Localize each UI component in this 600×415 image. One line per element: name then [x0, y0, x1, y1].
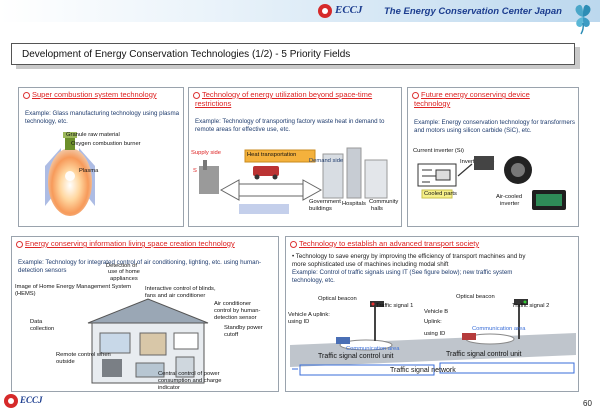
bullet-ring-icon	[412, 92, 419, 99]
page-title: Development of Energy Conservation Techn…	[22, 49, 351, 60]
panel-transport: Technology to establish an advanced tran…	[285, 236, 579, 392]
label-beacon-2: Optical beacon	[456, 294, 495, 300]
furnace-illustration-icon	[45, 132, 95, 216]
label-vehicle-a-2: using ID	[288, 319, 310, 325]
label-data-2: collection	[30, 326, 55, 332]
transport-example-2: technology, etc.	[292, 277, 335, 284]
label-inverter: inverter	[500, 201, 520, 207]
panel-living: Energy conserving information living spa…	[11, 236, 279, 392]
label-halls: halls	[371, 206, 383, 212]
bullet-ring-icon	[23, 92, 30, 99]
label-standby-2: cutoff	[224, 332, 239, 338]
panel-title-space-time-1: Technology of energy utilization beyond …	[202, 90, 373, 99]
label-remote-2: outside	[56, 359, 75, 365]
label-aircon-3: detection sensor	[214, 315, 257, 321]
transport-bullet-2: more sophisticated use of machines inclu…	[292, 261, 449, 268]
footer-eccj-logo-icon	[4, 394, 18, 408]
label-demand-side: Demand side	[309, 158, 344, 164]
label-central-1: Central control of power	[158, 371, 220, 377]
label-hems-2: (HEMS)	[15, 291, 36, 297]
label-vehicle-a-1: Vehicle A uplink:	[288, 312, 330, 318]
panel-example-space-time: Example: Technology of transporting fact…	[195, 118, 385, 133]
panel-space-time: Technology of energy utilization beyond …	[188, 87, 402, 227]
label-control-unit-2: Traffic signal control unit	[446, 351, 522, 358]
label-aircon-1: Air conditioner	[214, 301, 252, 307]
panel-example-combustion: Example: Glass manufacturing technology …	[25, 110, 180, 125]
panel-example-device: Example: Energy conservation technology …	[414, 119, 575, 134]
panel-title-device-1: Future energy conserving device	[421, 90, 530, 99]
label-signal-2: Traffic signal 2	[512, 303, 550, 309]
label-standby-1: Standby power	[224, 325, 263, 331]
label-data-1: Data	[30, 319, 43, 325]
transport-bullet-1: • Technology to save energy by improving…	[292, 253, 526, 260]
label-heat-transport: Heat transportation	[247, 152, 297, 158]
label-central-2: consumption and charge	[158, 378, 222, 384]
label-plasma: Plasma	[79, 168, 99, 174]
label-air-cooled: Air-cooled	[496, 194, 523, 200]
label-granule: Granule raw material	[66, 132, 120, 138]
label-burner: Oxygen combustion burner	[71, 141, 141, 147]
header-band	[0, 0, 600, 22]
label-supply-side: Supply side	[191, 150, 221, 156]
label-network: Traffic signal network	[390, 367, 456, 374]
panel-combustion: Super combustion system technology Examp…	[18, 87, 184, 227]
inverter-illustration-icon	[417, 156, 566, 210]
label-government: Government	[309, 199, 341, 205]
label-aircon-2: control by human-	[214, 308, 261, 314]
label-vehicle-b-2: Uplink:	[424, 319, 442, 325]
clover-icon	[575, 4, 591, 35]
house-illustration-icon	[87, 298, 209, 384]
label-control-unit-1: Traffic signal control unit	[318, 353, 394, 360]
label-signal-1: Traffic signal 1	[376, 303, 414, 309]
label-comm-area-2: Communication area	[472, 326, 526, 332]
label-remote-1: Remote control when	[56, 352, 111, 358]
title-box: Development of Energy Conservation Techn…	[11, 43, 575, 65]
label-central-3: indicator	[158, 385, 180, 391]
heat-transport-illustration-icon	[199, 147, 388, 214]
label-hems-1: Image of Home Energy Management System	[15, 284, 131, 290]
bullet-ring-icon	[16, 241, 23, 248]
footer-logo-text: ECCJ	[20, 395, 43, 405]
transport-example-1: Example: Control of traffic signals usin…	[292, 269, 513, 276]
label-hospitals: Hospitals	[342, 201, 366, 207]
label-vehicle-b-3: using ID	[424, 331, 446, 337]
label-vehicle-b-1: Vehicle B	[424, 309, 449, 315]
page-number: 60	[583, 399, 592, 408]
label-detection-2: use of home	[108, 269, 140, 275]
label-current-inverter: Current inverter (Si)	[413, 148, 464, 154]
label-buildings: buildings	[309, 206, 332, 212]
panel-title-transport: Technology to establish an advanced tran…	[299, 239, 480, 248]
panel-title-device-2: technology	[414, 99, 451, 108]
header-logo-text: ECCJ	[335, 4, 363, 16]
label-comm-area-1: Communication area	[346, 346, 400, 352]
eccj-logo-icon	[318, 4, 332, 18]
panel-device: Future energy conserving device technolo…	[407, 87, 579, 227]
label-interactive-2: fans and air conditioner	[145, 293, 206, 299]
label-detection-1: Detection of	[106, 263, 137, 269]
bullet-ring-icon	[290, 241, 297, 248]
panel-title-living: Energy conserving information living spa…	[25, 239, 235, 248]
traffic-system-illustration-icon	[290, 299, 576, 376]
label-beacon-1: Optical beacon	[318, 296, 357, 302]
bullet-ring-icon	[193, 92, 200, 99]
label-interactive-1: Interactive control of blinds,	[145, 286, 216, 292]
panel-title-space-time-2: restrictions	[195, 99, 232, 108]
org-name: The Energy Conservation Center Japan	[384, 6, 562, 17]
label-cooled-parts: Cooled parts	[424, 191, 457, 197]
label-community: Community	[369, 199, 399, 205]
panel-example-living: Example: Technology for integrated contr…	[18, 259, 262, 274]
panel-title-combustion: Super combustion system technology	[32, 90, 157, 99]
label-s: S	[193, 168, 197, 174]
label-detection-3: appliances	[110, 276, 138, 282]
